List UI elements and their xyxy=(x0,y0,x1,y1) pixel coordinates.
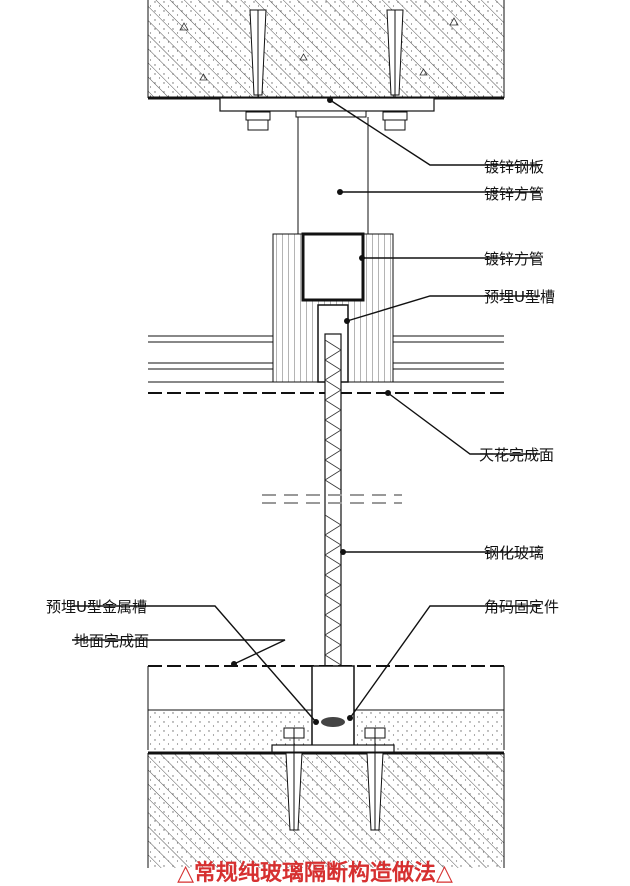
expansion-bolt-bottom-left xyxy=(283,727,305,831)
label-tempered-glass: 钢化玻璃 xyxy=(484,544,544,562)
label-floor-finish: 地面完成面 xyxy=(74,632,149,650)
label-galvanized-tube-upper: 镀锌方管 xyxy=(484,185,544,203)
label-embedded-u-channel: 预埋U型槽 xyxy=(484,288,555,306)
label-ceiling-finish: 天花完成面 xyxy=(479,446,554,464)
galvanized-tube-hanger xyxy=(297,117,369,234)
galvanized-steel-plate xyxy=(219,97,435,118)
break-lines xyxy=(262,494,402,504)
expansion-bolt-top-left xyxy=(245,9,271,131)
ceiling-board-right xyxy=(393,335,504,383)
label-embedded-u-metal-channel: 预埋U型金属槽 xyxy=(46,598,147,616)
leader-dots xyxy=(231,97,391,725)
tempered-glass-panel xyxy=(324,333,342,723)
expansion-bolt-bottom-right xyxy=(364,727,386,831)
leader-lines xyxy=(72,99,540,723)
floor-concrete-slab xyxy=(147,751,505,868)
label-galvanized-plate: 镀锌钢板 xyxy=(484,158,544,176)
ceiling-concrete-slab xyxy=(147,0,505,100)
label-angle-bracket: 角码固定件 xyxy=(484,598,559,616)
ceiling-board-left xyxy=(148,335,273,383)
drawing-title: △常规纯玻璃隔断构造做法△ xyxy=(177,860,453,886)
label-galvanized-tube-lower: 镀锌方管 xyxy=(484,250,544,268)
